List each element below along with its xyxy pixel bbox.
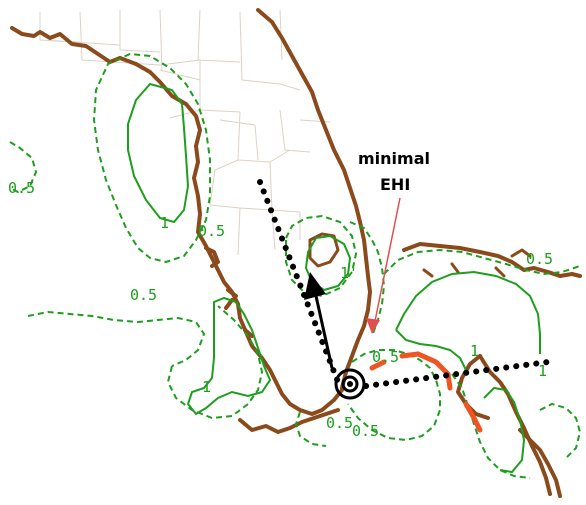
coastlines [10, 8, 582, 498]
annotation-line-1: minimal [358, 149, 430, 168]
storm-motion-arrow [304, 272, 334, 369]
minimal-ehi-annotation: minimal EHI [358, 149, 430, 334]
contour-label: 0.5 [8, 179, 35, 197]
storm-tracks [257, 179, 551, 389]
contour-label: 1 [538, 362, 547, 380]
contour-labels: 0.5 1 0.5 0.5 1 1' 0.5 1 1 0.5 0.5 0.5 [8, 179, 553, 440]
annotation-line-2: EHI [380, 175, 410, 194]
storm-location-target-icon [334, 368, 366, 400]
contour-label: 0.5 [526, 250, 553, 268]
contour-label: 0.5 [130, 286, 157, 304]
county-boundaries [39, 9, 331, 256]
contour-label: 1 [470, 342, 479, 360]
contour-label: 0.5 [198, 222, 225, 240]
contour-label: 1' [340, 264, 358, 282]
contour-label: 1 [160, 214, 169, 232]
front-boundary [369, 351, 483, 433]
contour-label: 0.5 [352, 422, 379, 440]
contour-label: 0.5 [372, 348, 399, 366]
contour-label: 0.5 [326, 414, 353, 432]
ehi-contours-0-5 [9, 52, 582, 479]
contour-label: 1 [202, 378, 211, 396]
ehi-contours-1 [127, 82, 541, 474]
